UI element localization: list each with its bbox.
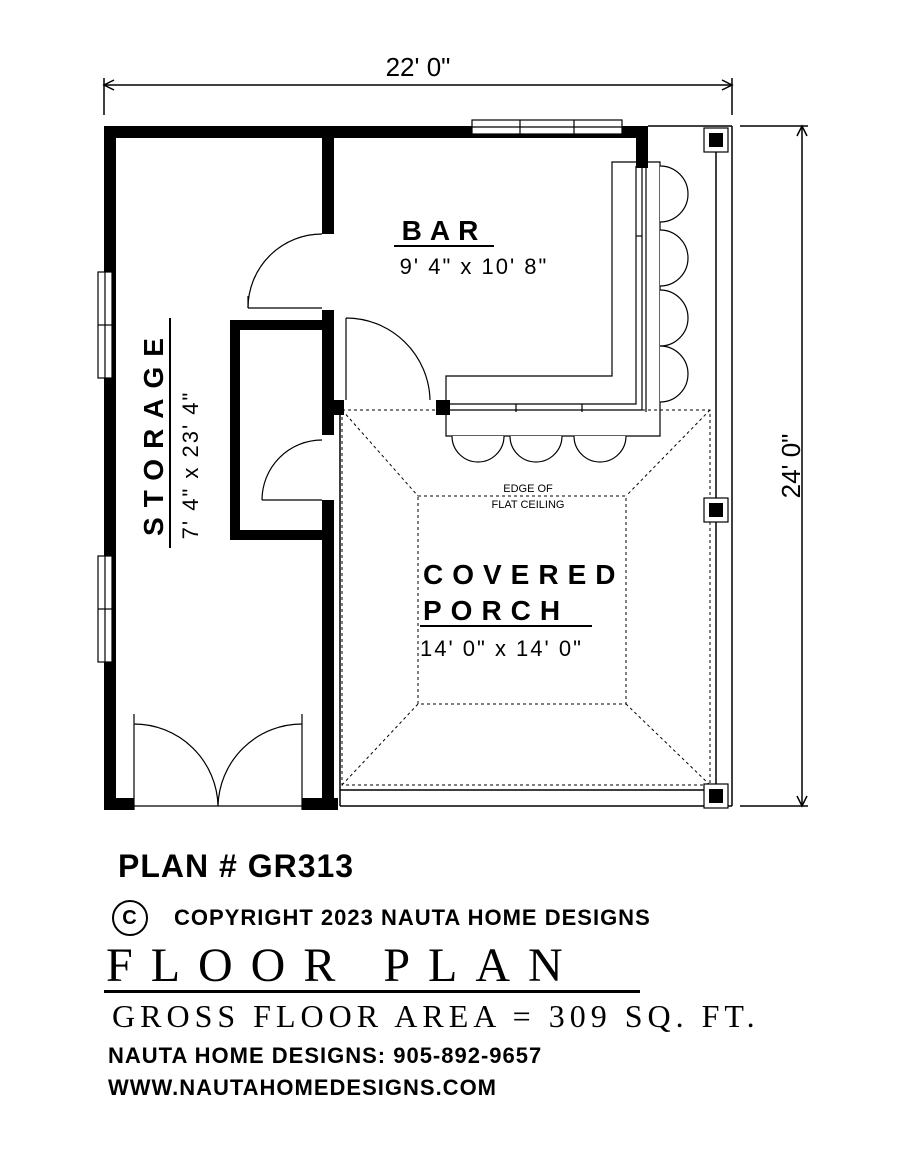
storage-room-size: 7' 4" x 23' 4" [178, 391, 203, 540]
door-bar-to-storage [247, 233, 323, 309]
depth-dimension [740, 124, 808, 808]
porch-posts [703, 127, 729, 809]
porch-outline [339, 125, 733, 807]
copyright-text: COPYRIGHT 2023 NAUTA HOME DESIGNS [174, 905, 651, 930]
porch-size: 14' 0" x 14' 0" [420, 636, 583, 661]
floor-plan-drawing: 22' 0" 24' 0" [97, 52, 808, 810]
window-left-lower [97, 555, 113, 663]
storage-closet-walls [230, 320, 330, 540]
bar-counter [445, 161, 661, 437]
porch-name-line2: PORCH [423, 595, 569, 626]
porch-name-line1: COVERED [423, 559, 624, 590]
door-bar-to-porch [345, 317, 431, 401]
gross-floor-area: GROSS FLOOR AREA = 309 SQ. FT. [112, 998, 760, 1034]
ceiling-note-line1: EDGE OF [503, 483, 553, 495]
copyright-row: C COPYRIGHT 2023 NAUTA HOME DESIGNS [112, 900, 651, 936]
bar-room-size: 9' 4" x 10' 8" [400, 254, 549, 279]
flat-ceiling-edge [341, 409, 711, 786]
double-door-storage [133, 714, 303, 810]
storage-room-name: STORAGE [138, 328, 169, 536]
window-left-upper [97, 271, 113, 379]
depth-dimension-label: 24' 0" [776, 434, 806, 499]
window-top [471, 119, 623, 135]
copyright-icon: C [112, 900, 148, 936]
width-dimension-label: 22' 0" [386, 52, 451, 82]
bar-stools [451, 165, 689, 463]
ceiling-note-line2: FLAT CEILING [492, 499, 565, 511]
page-title: FLOOR PLAN [106, 939, 581, 992]
plan-number: PLAN # GR313 [118, 848, 355, 884]
width-dimension [102, 78, 734, 115]
bar-room-name: BAR [402, 215, 487, 246]
contact-phone: NAUTA HOME DESIGNS: 905-892-9657 [108, 1043, 543, 1068]
title-divider [104, 990, 640, 993]
door-closet [261, 439, 323, 501]
website-url: WWW.NAUTAHOMEDESIGNS.COM [108, 1075, 498, 1100]
